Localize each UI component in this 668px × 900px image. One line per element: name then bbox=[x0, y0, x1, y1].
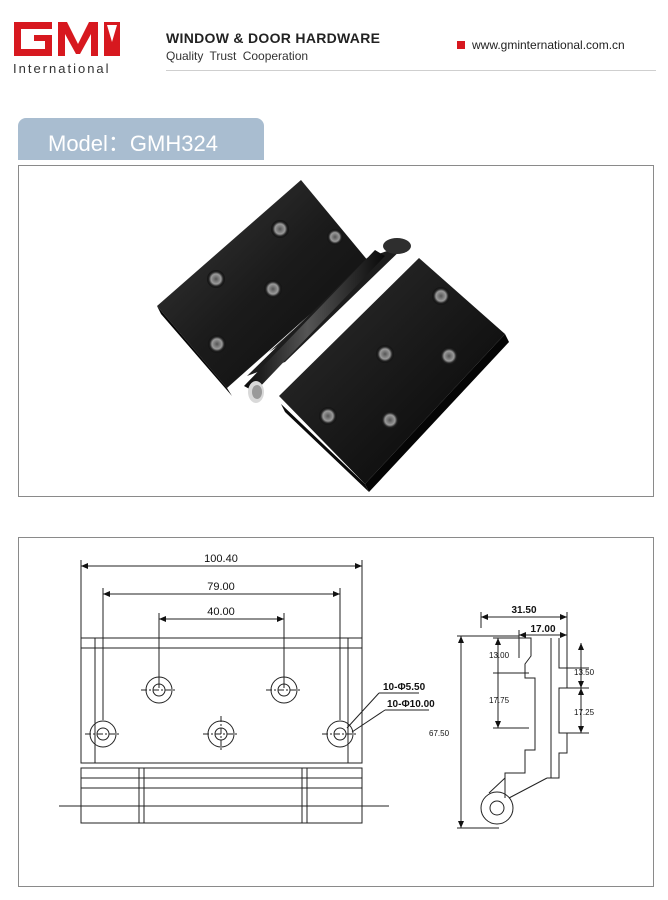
dim-side-height: 67.50 bbox=[429, 729, 450, 738]
brand-logo bbox=[14, 22, 120, 56]
model-tab: Model：GMH324 bbox=[18, 118, 264, 160]
logo-subtitle: International bbox=[13, 61, 111, 76]
page-header: International WINDOW & DOOR HARDWARE Qua… bbox=[0, 0, 668, 76]
dim-inner-hole-spacing: 40.00 bbox=[207, 606, 235, 618]
dim-outer-hole-spacing: 79.00 bbox=[207, 581, 235, 593]
website-bullet-icon bbox=[457, 41, 465, 49]
website-link[interactable]: www.gminternational.com.cn bbox=[472, 38, 625, 52]
dim-side-right-top: 13.50 bbox=[574, 668, 595, 677]
dim-side-left-top: 13.00 bbox=[489, 651, 510, 660]
company-title: WINDOW & DOOR HARDWARE bbox=[166, 30, 381, 46]
dim-side-right-mid: 17.25 bbox=[574, 708, 595, 717]
dim-side-left-mid: 17.75 bbox=[489, 696, 510, 705]
dim-overall-width: 100.40 bbox=[204, 553, 238, 565]
dim-side-total-depth: 31.50 bbox=[511, 605, 536, 616]
product-photo-frame bbox=[18, 165, 654, 497]
company-tagline: Quality Trust Cooperation bbox=[166, 49, 309, 63]
dim-side-leaf-depth: 17.00 bbox=[530, 624, 555, 635]
model-label: Model：GMH324 bbox=[48, 131, 218, 156]
header-divider bbox=[166, 70, 656, 71]
hinge-photo-image bbox=[157, 180, 509, 492]
dim-hole-large: 10-Φ10.00 bbox=[387, 699, 435, 710]
dim-hole-small: 10-Φ5.50 bbox=[383, 682, 426, 693]
technical-drawing: 100.40 79.00 40.00 10-Φ5.50 10-Φ10.00 31… bbox=[59, 553, 595, 829]
technical-drawing-frame: 100.40 79.00 40.00 10-Φ5.50 10-Φ10.00 31… bbox=[18, 537, 654, 887]
